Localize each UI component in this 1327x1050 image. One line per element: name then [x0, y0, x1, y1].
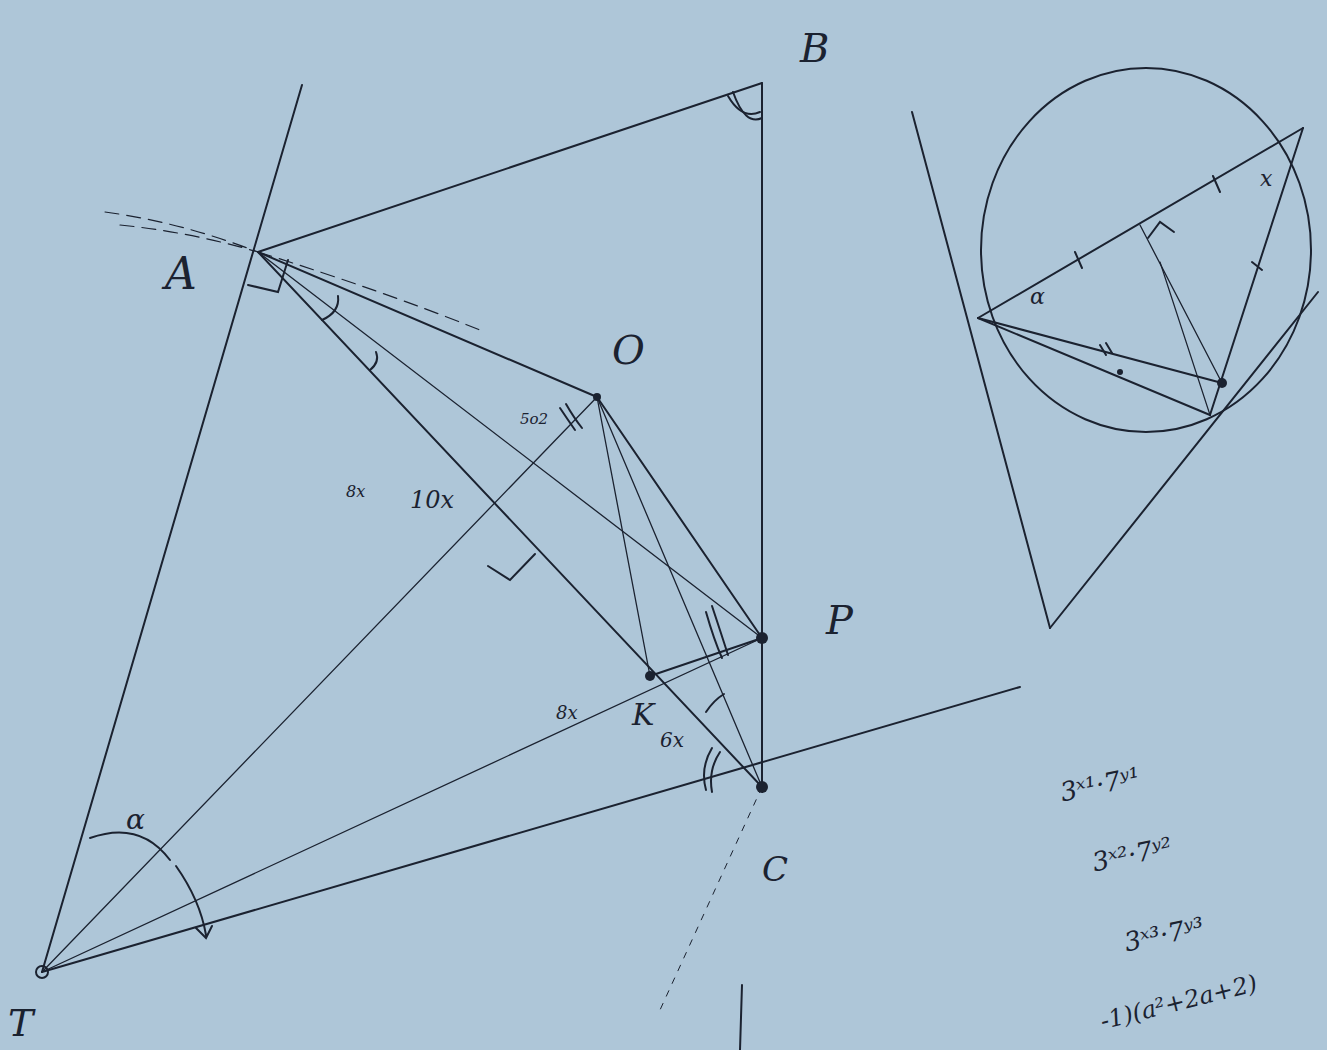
angle-arc — [711, 752, 720, 792]
math-expression: 3ˣ³·7ʸ³ — [1122, 913, 1206, 955]
point-label: B — [800, 28, 829, 68]
perpendicular — [1140, 225, 1222, 383]
line-ac — [258, 252, 762, 787]
line-ao — [258, 252, 597, 397]
point — [593, 393, 601, 401]
dashed-ray — [660, 787, 762, 1010]
angle-arc — [733, 92, 762, 120]
line-oc — [597, 397, 762, 787]
point-label: C — [762, 852, 788, 886]
math-expression: 3ˣ²·7ʸ² — [1090, 833, 1174, 875]
angle-arc — [90, 832, 170, 860]
tangent-line — [912, 112, 1050, 628]
point-label: T — [8, 1004, 33, 1042]
angle-arc — [712, 606, 728, 655]
point — [1217, 378, 1227, 388]
chord — [978, 318, 1210, 415]
line-op — [597, 397, 762, 638]
angle-label: α — [126, 806, 145, 834]
chord — [978, 318, 1222, 383]
point-label: A — [165, 252, 197, 296]
length-label: 8x — [346, 484, 365, 500]
point-label: K — [632, 700, 654, 730]
right-angle-mark — [1148, 222, 1174, 238]
length-label: 6x — [660, 730, 684, 750]
line-bc — [761, 83, 763, 787]
length-label: x — [1260, 168, 1272, 190]
length-label: 8x — [556, 704, 578, 722]
math-expression: -1)(a²+2a+2) — [1098, 971, 1260, 1033]
angle-arc — [370, 352, 377, 370]
right-angle-mark — [488, 554, 535, 580]
line-to — [42, 397, 597, 972]
chord — [978, 128, 1303, 318]
dashed-tangent — [105, 212, 480, 330]
length-label: 10x — [410, 488, 454, 512]
point — [645, 671, 655, 681]
angle-label: α — [1030, 286, 1045, 308]
math-expression: 3ˣ¹·7ʸ¹ — [1058, 763, 1142, 805]
line-ok — [597, 397, 650, 676]
line-kp — [650, 638, 762, 676]
tick-marks — [1075, 176, 1262, 355]
point — [756, 632, 768, 644]
point-label: P — [826, 600, 853, 640]
line-ta — [42, 85, 302, 972]
line-ap — [258, 252, 762, 638]
stray-stroke — [740, 985, 742, 1050]
angle-arc — [566, 404, 582, 428]
tangent-line — [1050, 292, 1318, 628]
point-label: O — [612, 330, 645, 370]
chord — [1210, 128, 1303, 415]
right-angle-mark — [248, 260, 288, 292]
angle-arc — [706, 612, 722, 658]
angle-label: 5o2 — [520, 412, 548, 427]
angle-arc — [560, 408, 575, 430]
angle-arc — [706, 694, 724, 712]
circle — [981, 68, 1311, 432]
segment — [1160, 262, 1210, 415]
line-ab — [258, 83, 762, 252]
point — [36, 966, 48, 978]
line-tc — [42, 687, 1020, 972]
angle-arc — [728, 96, 760, 114]
angle-arc — [176, 866, 212, 938]
point — [756, 781, 768, 793]
line-tp — [42, 638, 762, 972]
angle-arc — [322, 296, 338, 320]
point — [1117, 369, 1123, 375]
